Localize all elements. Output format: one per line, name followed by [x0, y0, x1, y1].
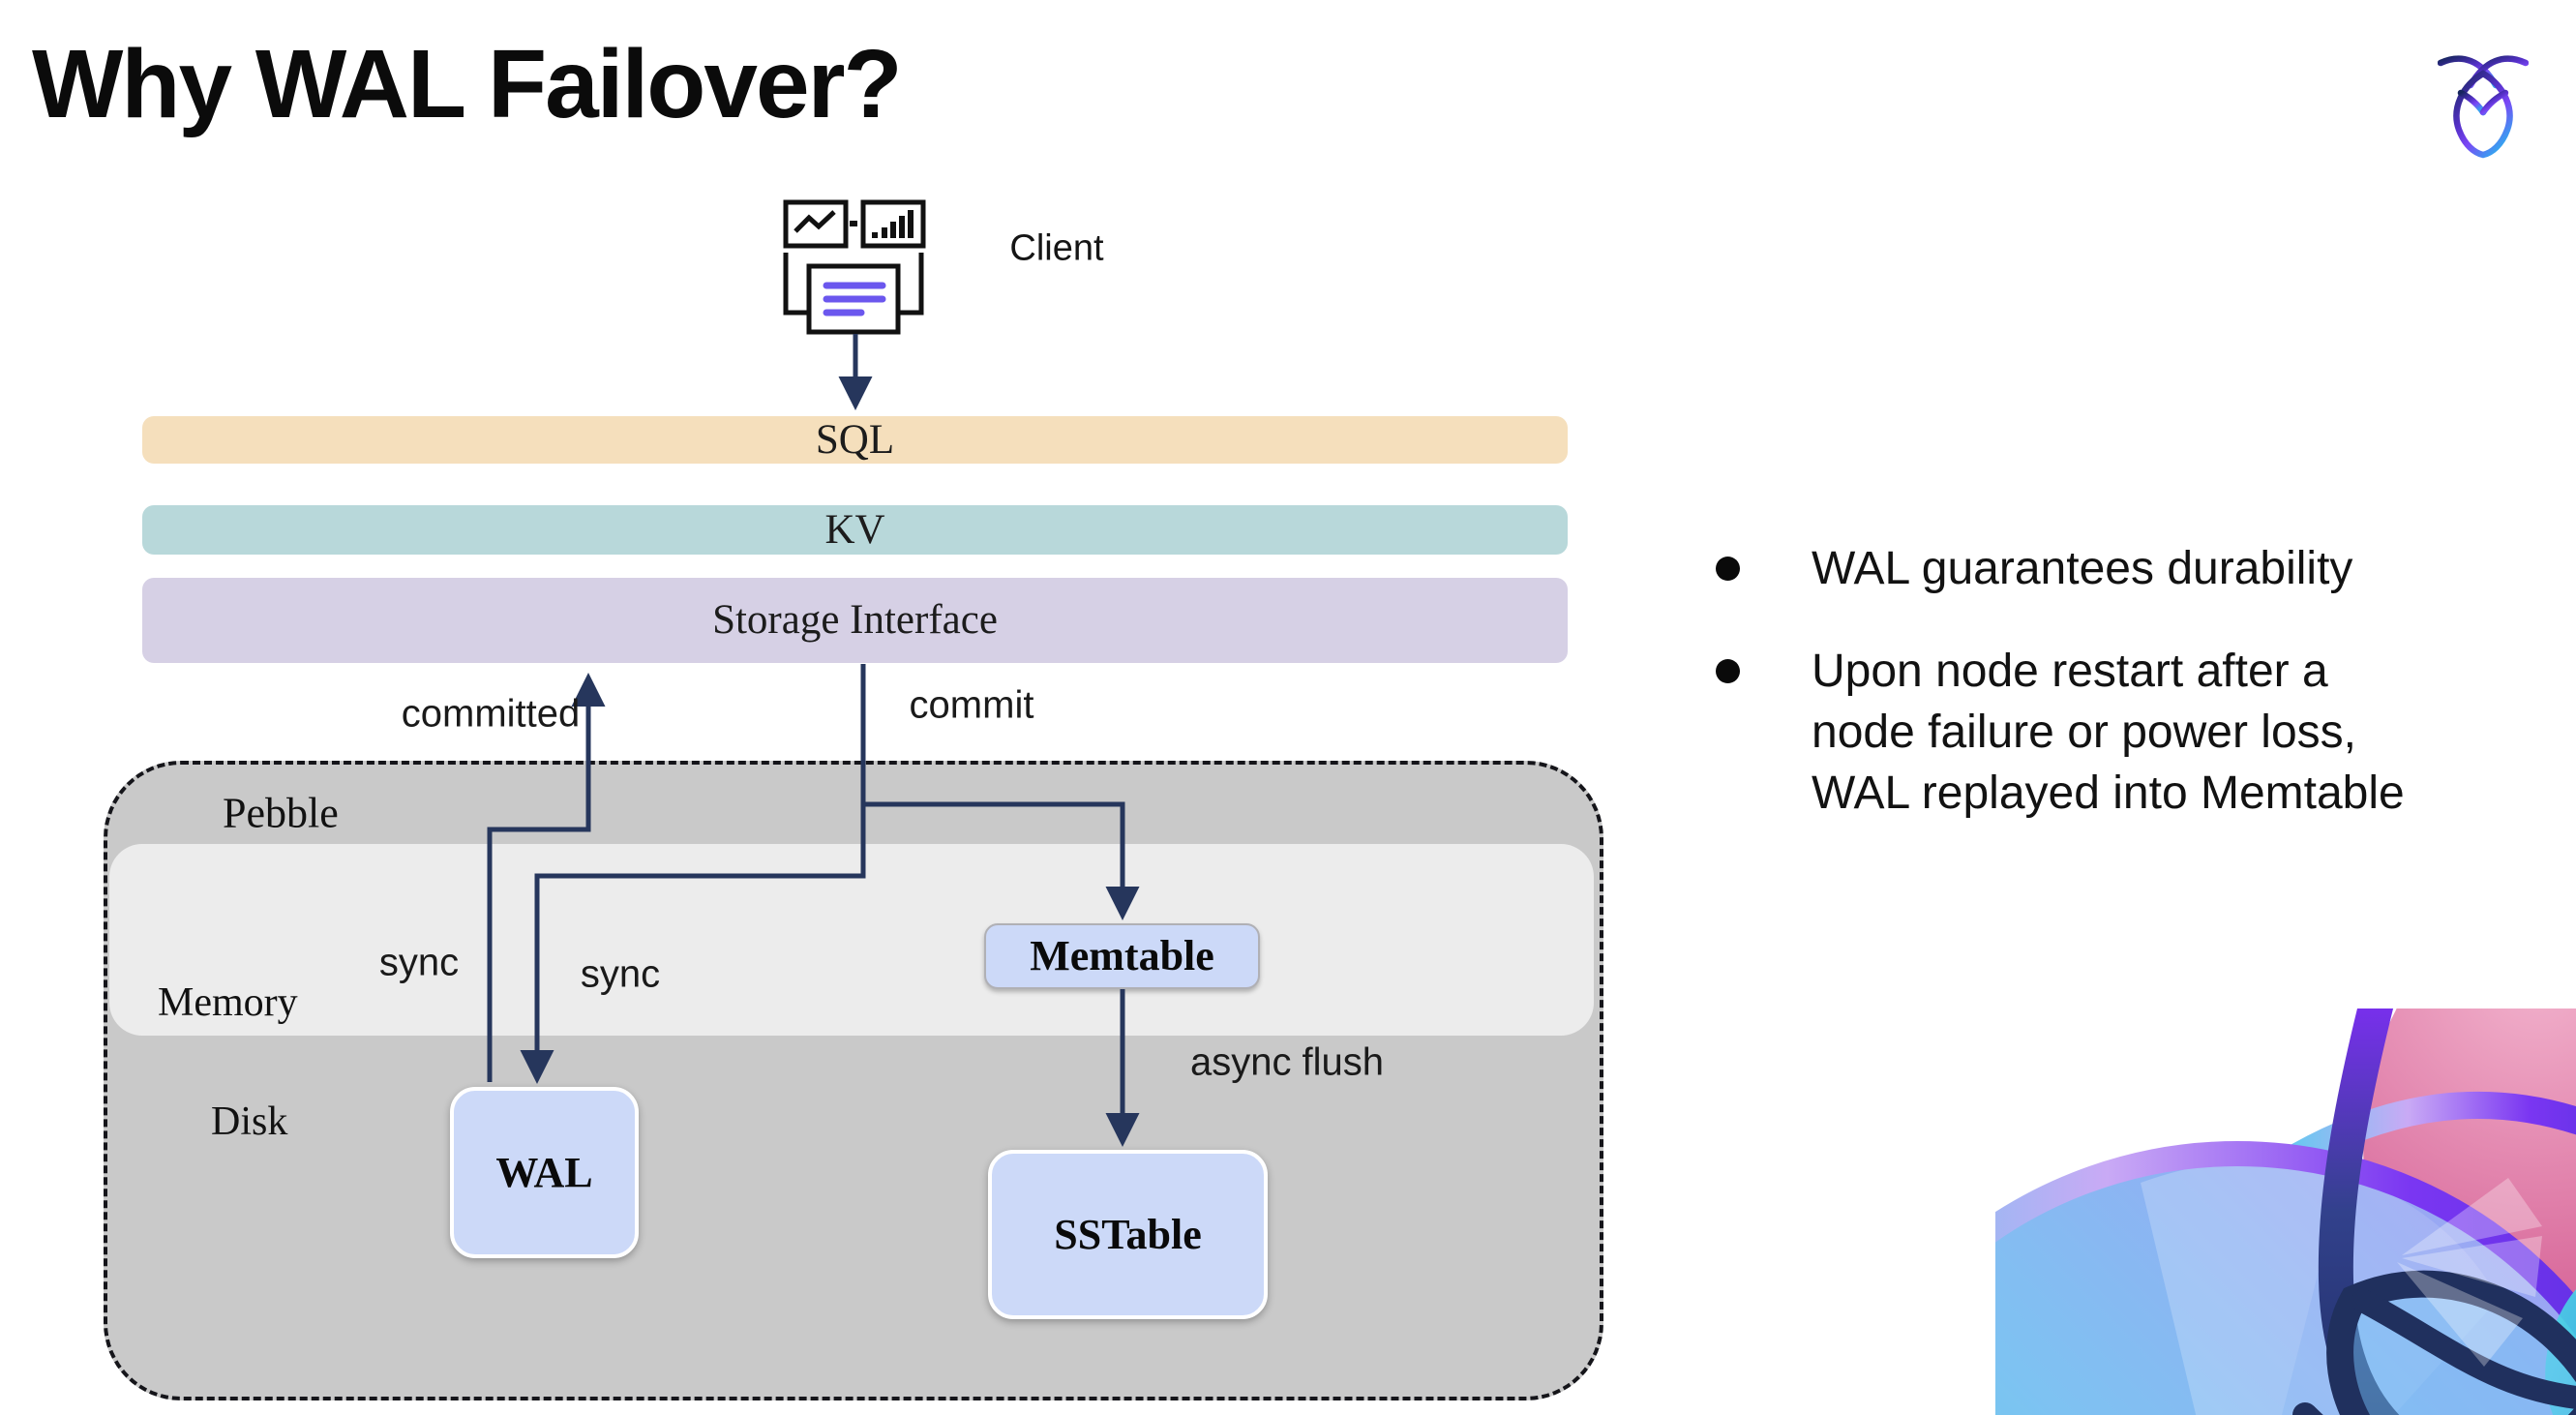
sstable-label: SSTable — [1054, 1211, 1202, 1258]
layer-storage-label: Storage Interface — [712, 597, 998, 643]
layer-kv: KV — [142, 505, 1568, 555]
commit-label: commit — [909, 683, 1034, 727]
cockroachdb-logo-icon — [2438, 55, 2529, 159]
bullet-dot — [1716, 557, 1740, 581]
bullet-text: WAL guarantees durability — [1812, 538, 2352, 599]
bullet-item-durability: WAL guarantees durability — [1703, 538, 2352, 599]
art-sphere-ring — [1995, 1141, 2576, 1337]
art-light-leaves — [2397, 1178, 2542, 1367]
client-terminal-lines — [823, 282, 886, 316]
layer-sql: SQL — [142, 416, 1568, 464]
wal-label: WAL — [495, 1149, 593, 1196]
client-bracket-left — [783, 253, 807, 316]
layer-storage-interface: Storage Interface — [142, 578, 1568, 663]
memtable-label: Memtable — [1030, 932, 1214, 979]
bullet-line: Upon node restart after a — [1812, 646, 2328, 697]
layer-kv-label: KV — [824, 507, 885, 553]
client-linechart-line — [794, 210, 836, 233]
art-sphere-wedge — [2141, 1160, 2344, 1415]
memory-label: Memory — [158, 980, 298, 1025]
bullet-text: Upon node restart after a node failure o… — [1812, 641, 2405, 824]
memory-band — [109, 844, 1594, 1036]
page-title: Why WAL Failover? — [32, 30, 903, 138]
wal-box: WAL — [450, 1087, 639, 1258]
disk-label: Disk — [211, 1099, 288, 1144]
bullet-line: node failure or power loss, — [1812, 707, 2356, 758]
client-barchart-bars — [872, 210, 914, 238]
layer-sql-label: SQL — [815, 417, 895, 463]
memtable-box: Memtable — [984, 923, 1260, 989]
sync-right-label: sync — [580, 952, 661, 996]
committed-label: committed — [401, 692, 581, 736]
logo-branch-left — [2457, 89, 2487, 116]
bullet-dot — [1716, 659, 1740, 683]
client-label: Client — [1009, 227, 1104, 269]
brand-art-graphic — [1995, 1009, 2576, 1415]
bullet-item-restart: Upon node restart after a node failure o… — [1703, 641, 2405, 824]
sstable-box: SSTable — [988, 1150, 1268, 1319]
pebble-label: Pebble — [223, 789, 339, 837]
client-icon — [783, 199, 926, 335]
sync-left-label: sync — [378, 941, 460, 984]
art-leaf-divider — [2351, 1289, 2576, 1409]
client-bracket-right — [900, 253, 924, 316]
art-stem — [2318, 1009, 2400, 1415]
bullet-line: WAL replayed into Memtable — [1812, 768, 2405, 819]
async-flush-label: async flush — [1189, 1040, 1385, 1084]
logo-branch-right — [2479, 89, 2509, 116]
bullet-line: WAL guarantees durability — [1812, 543, 2353, 594]
